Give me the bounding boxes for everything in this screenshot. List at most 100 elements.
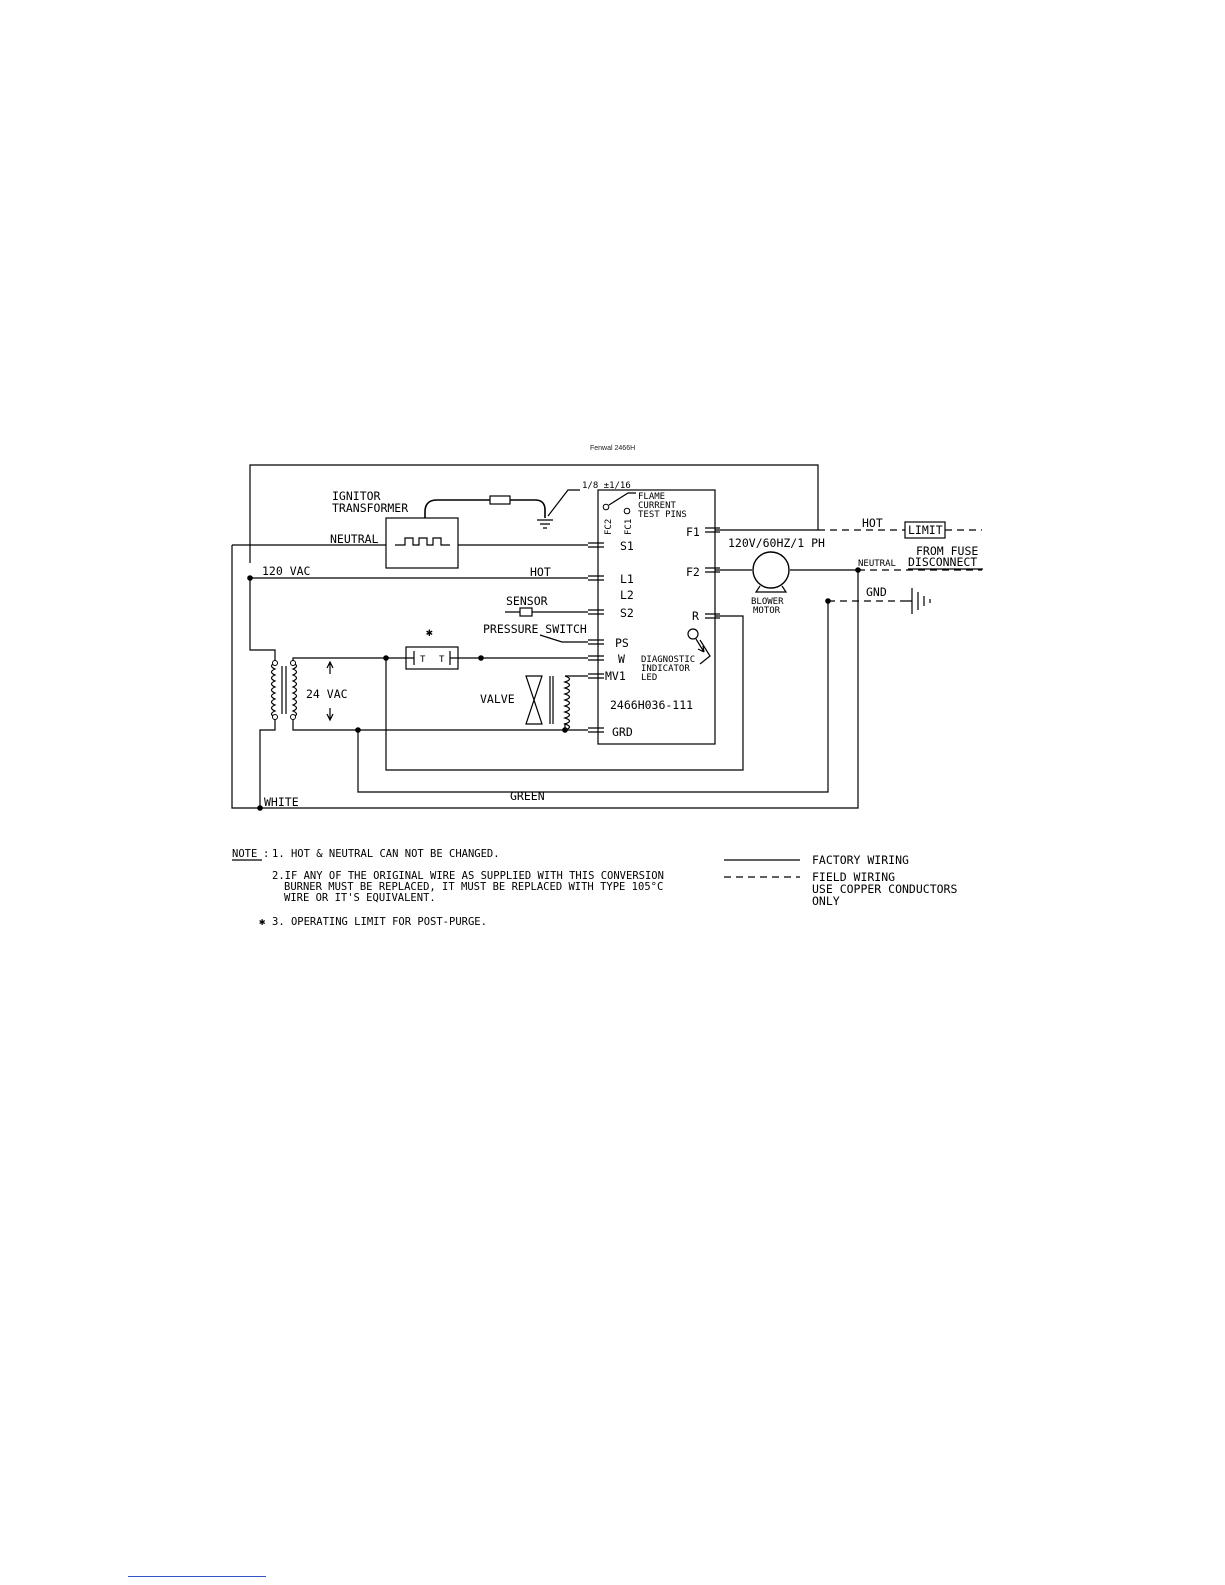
- note-heading: NOTE: [232, 848, 257, 860]
- terminal-f1: F1: [686, 525, 700, 539]
- step-down-transformer-icon: [270, 660, 298, 720]
- supply-label: 120V/60HZ/1 PH: [728, 536, 825, 550]
- star-marker: ✱: [426, 625, 433, 639]
- junction-dot: [257, 805, 263, 811]
- ignitor-square-wave-icon: [395, 537, 450, 546]
- stub-r: [705, 613, 720, 619]
- ignitor-resistor: [489, 495, 511, 505]
- valve-coil-icon: [563, 675, 571, 732]
- blower-label: BLOWER: [751, 597, 784, 607]
- disconnect-label: DISCONNECT: [908, 555, 977, 569]
- stub-ps: [588, 639, 604, 645]
- white-label: WHITE: [264, 795, 299, 809]
- arrow-up-icon: [326, 660, 334, 674]
- terminal-l2: L2: [620, 588, 634, 602]
- sensor-label: SENSOR: [506, 594, 548, 608]
- valve-core: [549, 676, 554, 724]
- junction-dot: [478, 655, 484, 661]
- ignitor-transformer-box: [385, 517, 459, 569]
- field-hot-label: HOT: [862, 516, 883, 530]
- flame-leader: [608, 492, 636, 506]
- junction-dot: [247, 575, 253, 581]
- transformer-label: TRANSFORMER: [332, 501, 408, 515]
- terminal-f2: F2: [686, 565, 700, 579]
- neutral-label: NEUTRAL: [330, 532, 379, 546]
- limit-box: [904, 521, 946, 539]
- ground-icon: [537, 519, 553, 529]
- control-module-box: [597, 489, 716, 745]
- stub-w: [588, 655, 604, 661]
- junction-dot: [855, 567, 861, 573]
- note-2-line-2: BURNER MUST BE REPLACED, IT MUST BE REPL…: [284, 881, 663, 893]
- diagram-caption: Fenwal 2466H: [590, 445, 635, 452]
- diagnostic-label-2: INDICATOR: [641, 664, 690, 674]
- notes: NOTE : 1. HOT & NEUTRAL CAN NOT BE CHANG…: [232, 848, 664, 928]
- fc1-label: FC1: [624, 519, 634, 535]
- junction-dot: [355, 727, 361, 733]
- terminal-mv1: MV1: [605, 669, 626, 683]
- terminal-r: R: [692, 609, 699, 623]
- model-number: 2466H036-111: [610, 698, 693, 712]
- stub-l1: [588, 575, 604, 581]
- diagnostic-led-icon: [687, 628, 699, 640]
- wire-24v-bottom: [292, 717, 588, 731]
- legend: FACTORY WIRING FIELD WIRING USE COPPER C…: [724, 853, 957, 908]
- diagnostic-label-1: DIAGNOSTIC: [641, 655, 695, 665]
- note-1: 1. HOT & NEUTRAL CAN NOT BE CHANGED.: [272, 848, 500, 860]
- xfmr-secondary-coil: [291, 662, 298, 718]
- wire-pressure-switch: [539, 634, 588, 643]
- xfmr-terminal: [290, 714, 296, 720]
- wire-white-loop: [231, 545, 859, 809]
- terminal-w: W: [618, 652, 625, 666]
- gnd-label: GND: [866, 585, 887, 599]
- ignitor-label: IGNITOR: [332, 489, 381, 503]
- green-label: GREEN: [510, 789, 545, 803]
- thermostat-contacts-icon: [406, 651, 458, 665]
- stub-mv1: [588, 673, 604, 679]
- fc1-pin-icon: [623, 507, 631, 515]
- xfmr-terminal: [290, 660, 296, 666]
- footer-rule: [128, 1576, 266, 1577]
- terminal-l1: L1: [620, 572, 634, 586]
- note-3-star: ✱: [259, 916, 266, 928]
- junction-dot: [383, 655, 389, 661]
- xfmr-terminal: [272, 714, 278, 720]
- wire-green-loop: [357, 601, 829, 793]
- from-fuse-label: FROM FUSE: [916, 544, 978, 558]
- arrow-down-icon: [326, 708, 334, 722]
- led-leader: [699, 639, 711, 665]
- pressure-switch-label: PRESSURE SWITCH: [483, 622, 587, 636]
- motor-base: [754, 585, 788, 593]
- motor-label: MOTOR: [753, 606, 781, 616]
- valve-icon: [525, 675, 543, 725]
- stub-f2: [705, 567, 720, 573]
- wire-120vac: [249, 578, 276, 663]
- fc2-label: FC2: [604, 519, 614, 535]
- xfmr-primary-coil: [270, 662, 277, 718]
- terminal-grd: GRD: [612, 725, 633, 739]
- legend-factory-label: FACTORY WIRING: [812, 853, 909, 867]
- note-2-line-3: WIRE OR IT'S EQUIVALENT.: [284, 892, 436, 904]
- note-2-line-1: 2.IF ANY OF THE ORIGINAL WIRE AS SUPPLIE…: [272, 870, 664, 882]
- fc2-pin-icon: [602, 503, 610, 511]
- wire-white-xfmr: [259, 717, 276, 808]
- led-arrow-icon: [695, 638, 705, 653]
- gap-leader: [547, 489, 580, 517]
- note-colon: :: [263, 848, 269, 860]
- legend-copper-label: USE COPPER CONDUCTORS: [812, 882, 957, 896]
- limit-label: LIMIT: [908, 523, 943, 537]
- vac120-label: 120 VAC: [262, 564, 311, 578]
- stub-f1: [705, 527, 720, 533]
- stub-s1: [588, 542, 604, 548]
- terminal-ps: PS: [615, 636, 629, 650]
- thermostat-t-left: T: [420, 655, 426, 665]
- legend-field-label: FIELD WIRING: [812, 870, 895, 884]
- stub-s2: [588, 609, 604, 615]
- blower-motor-icon: [752, 551, 790, 589]
- gap-label: 1/8 ±1/16: [582, 481, 631, 491]
- field-neutral-label: NEUTRAL: [858, 559, 896, 569]
- field-wiring: [818, 521, 982, 614]
- flame-label-1: FLAME: [638, 492, 665, 502]
- terminal-s2: S2: [620, 606, 634, 620]
